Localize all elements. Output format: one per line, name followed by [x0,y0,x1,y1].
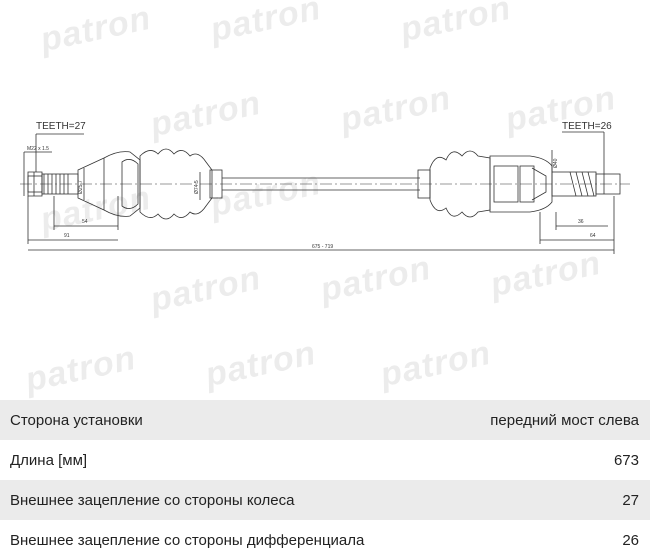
teeth-right-label: TEETH=26 [562,121,612,132]
spec-row-length: Длина [мм] 673 [0,440,650,480]
spec-value: 673 [613,451,639,469]
spec-table: Сторона установки передний мост слева Дл… [0,400,650,560]
spec-value: передний мост слева [490,411,639,429]
thread-dim-label: M22 x 1.5 [27,146,49,152]
shaft-diameter-label: Ø25.7 [78,180,84,194]
spec-row-wheel-teeth: Внешнее зацепление со стороны колеса 27 [0,480,650,520]
spec-label: Сторона установки [10,411,143,429]
dim-64-label: 64 [590,233,596,239]
spec-row-diff-teeth: Внешнее зацепление со стороны дифференци… [0,520,650,560]
dim-91-label: 91 [64,233,70,239]
spec-label: Внешнее зацепление со стороны дифференци… [10,531,365,549]
spec-row-side: Сторона установки передний мост слева [0,400,650,440]
product-drawing: patron patron patron patron patron patro… [20,0,630,400]
spec-value: 26 [622,531,639,549]
spec-label: Внешнее зацепление со стороны колеса [10,491,295,509]
dim-36-label: 36 [578,219,584,225]
spec-label: Длина [мм] [10,451,88,469]
spec-value: 27 [622,491,639,509]
right-diameter-label: Ø40 [553,158,559,168]
dim-54-label: 54 [82,219,88,225]
total-length-label: 675 - 719 [312,244,333,250]
boot-diameter-label: Ø74.5 [194,180,200,194]
teeth-left-label: TEETH=27 [36,121,86,132]
driveshaft-diagram: TEETH=27 TEETH=26 M22 x 1.5 Ø25.7 Ø74.5 … [20,121,630,254]
